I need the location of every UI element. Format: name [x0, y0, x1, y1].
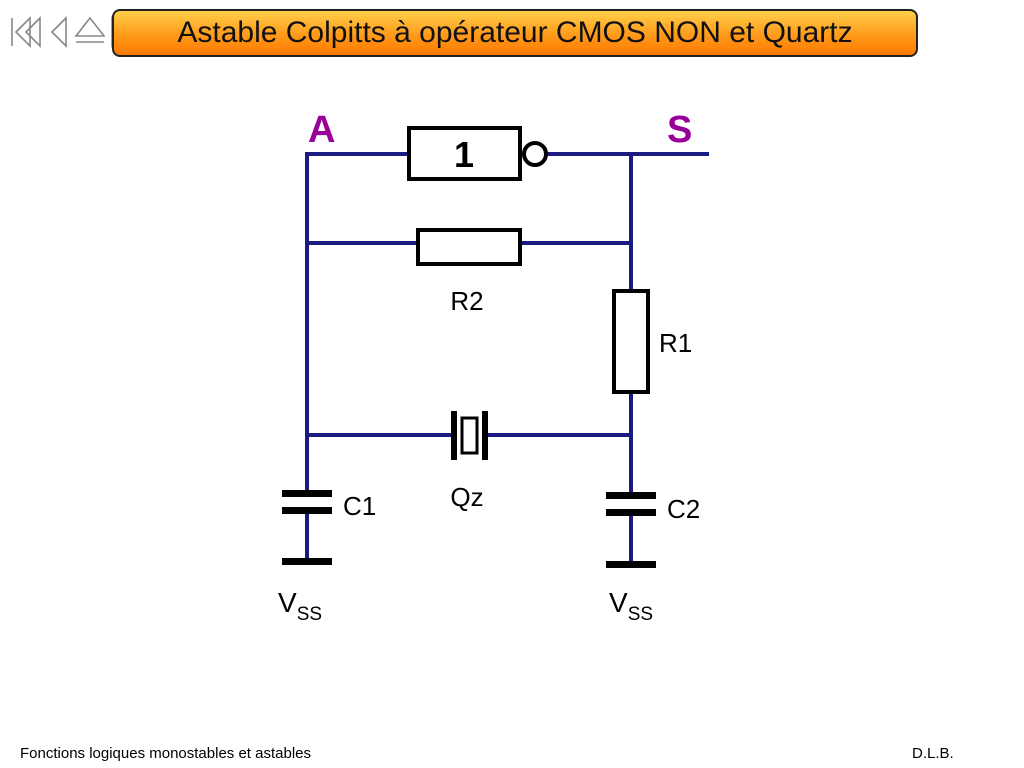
vss-right-main: V — [609, 587, 628, 618]
previous-slide-icon[interactable] — [50, 16, 67, 48]
capacitor-c1 — [282, 490, 332, 514]
vss-label-left: VSS — [278, 587, 322, 625]
r2-label: R2 — [450, 286, 483, 316]
home-icon[interactable] — [74, 16, 106, 43]
c2-label: C2 — [667, 494, 700, 524]
capacitor-c2 — [606, 492, 656, 516]
vss-left-main: V — [278, 587, 297, 618]
vss-right-sub: SS — [628, 604, 653, 625]
vss-left-sub: SS — [297, 604, 322, 625]
vss-bar-right — [606, 561, 656, 568]
cmos-not-gate: 1 — [407, 126, 548, 181]
r1-label: R1 — [659, 328, 692, 358]
vss-bar-left — [282, 558, 332, 565]
quartz-label: Qz — [450, 482, 483, 512]
footer-author: D.L.B. — [912, 745, 954, 762]
slide-title: Astable Colpitts à opérateur CMOS NON et… — [177, 16, 853, 49]
resistor-r1 — [612, 289, 650, 394]
resistor-r2 — [416, 228, 522, 266]
gate-label: 1 — [454, 134, 474, 175]
title-banner: Astable Colpitts à opérateur CMOS NON et… — [112, 9, 918, 57]
wires — [305, 152, 709, 566]
footer-course-title: Fonctions logiques monostables et astabl… — [20, 745, 312, 762]
c1-label: C1 — [343, 491, 376, 521]
quartz-crystal — [451, 411, 488, 460]
vss-label-right: VSS — [609, 587, 653, 625]
inverter-bubble — [522, 141, 548, 167]
node-a-label: A — [308, 109, 335, 151]
node-s-label: S — [667, 109, 692, 151]
first-slide-icon[interactable] — [11, 16, 41, 48]
